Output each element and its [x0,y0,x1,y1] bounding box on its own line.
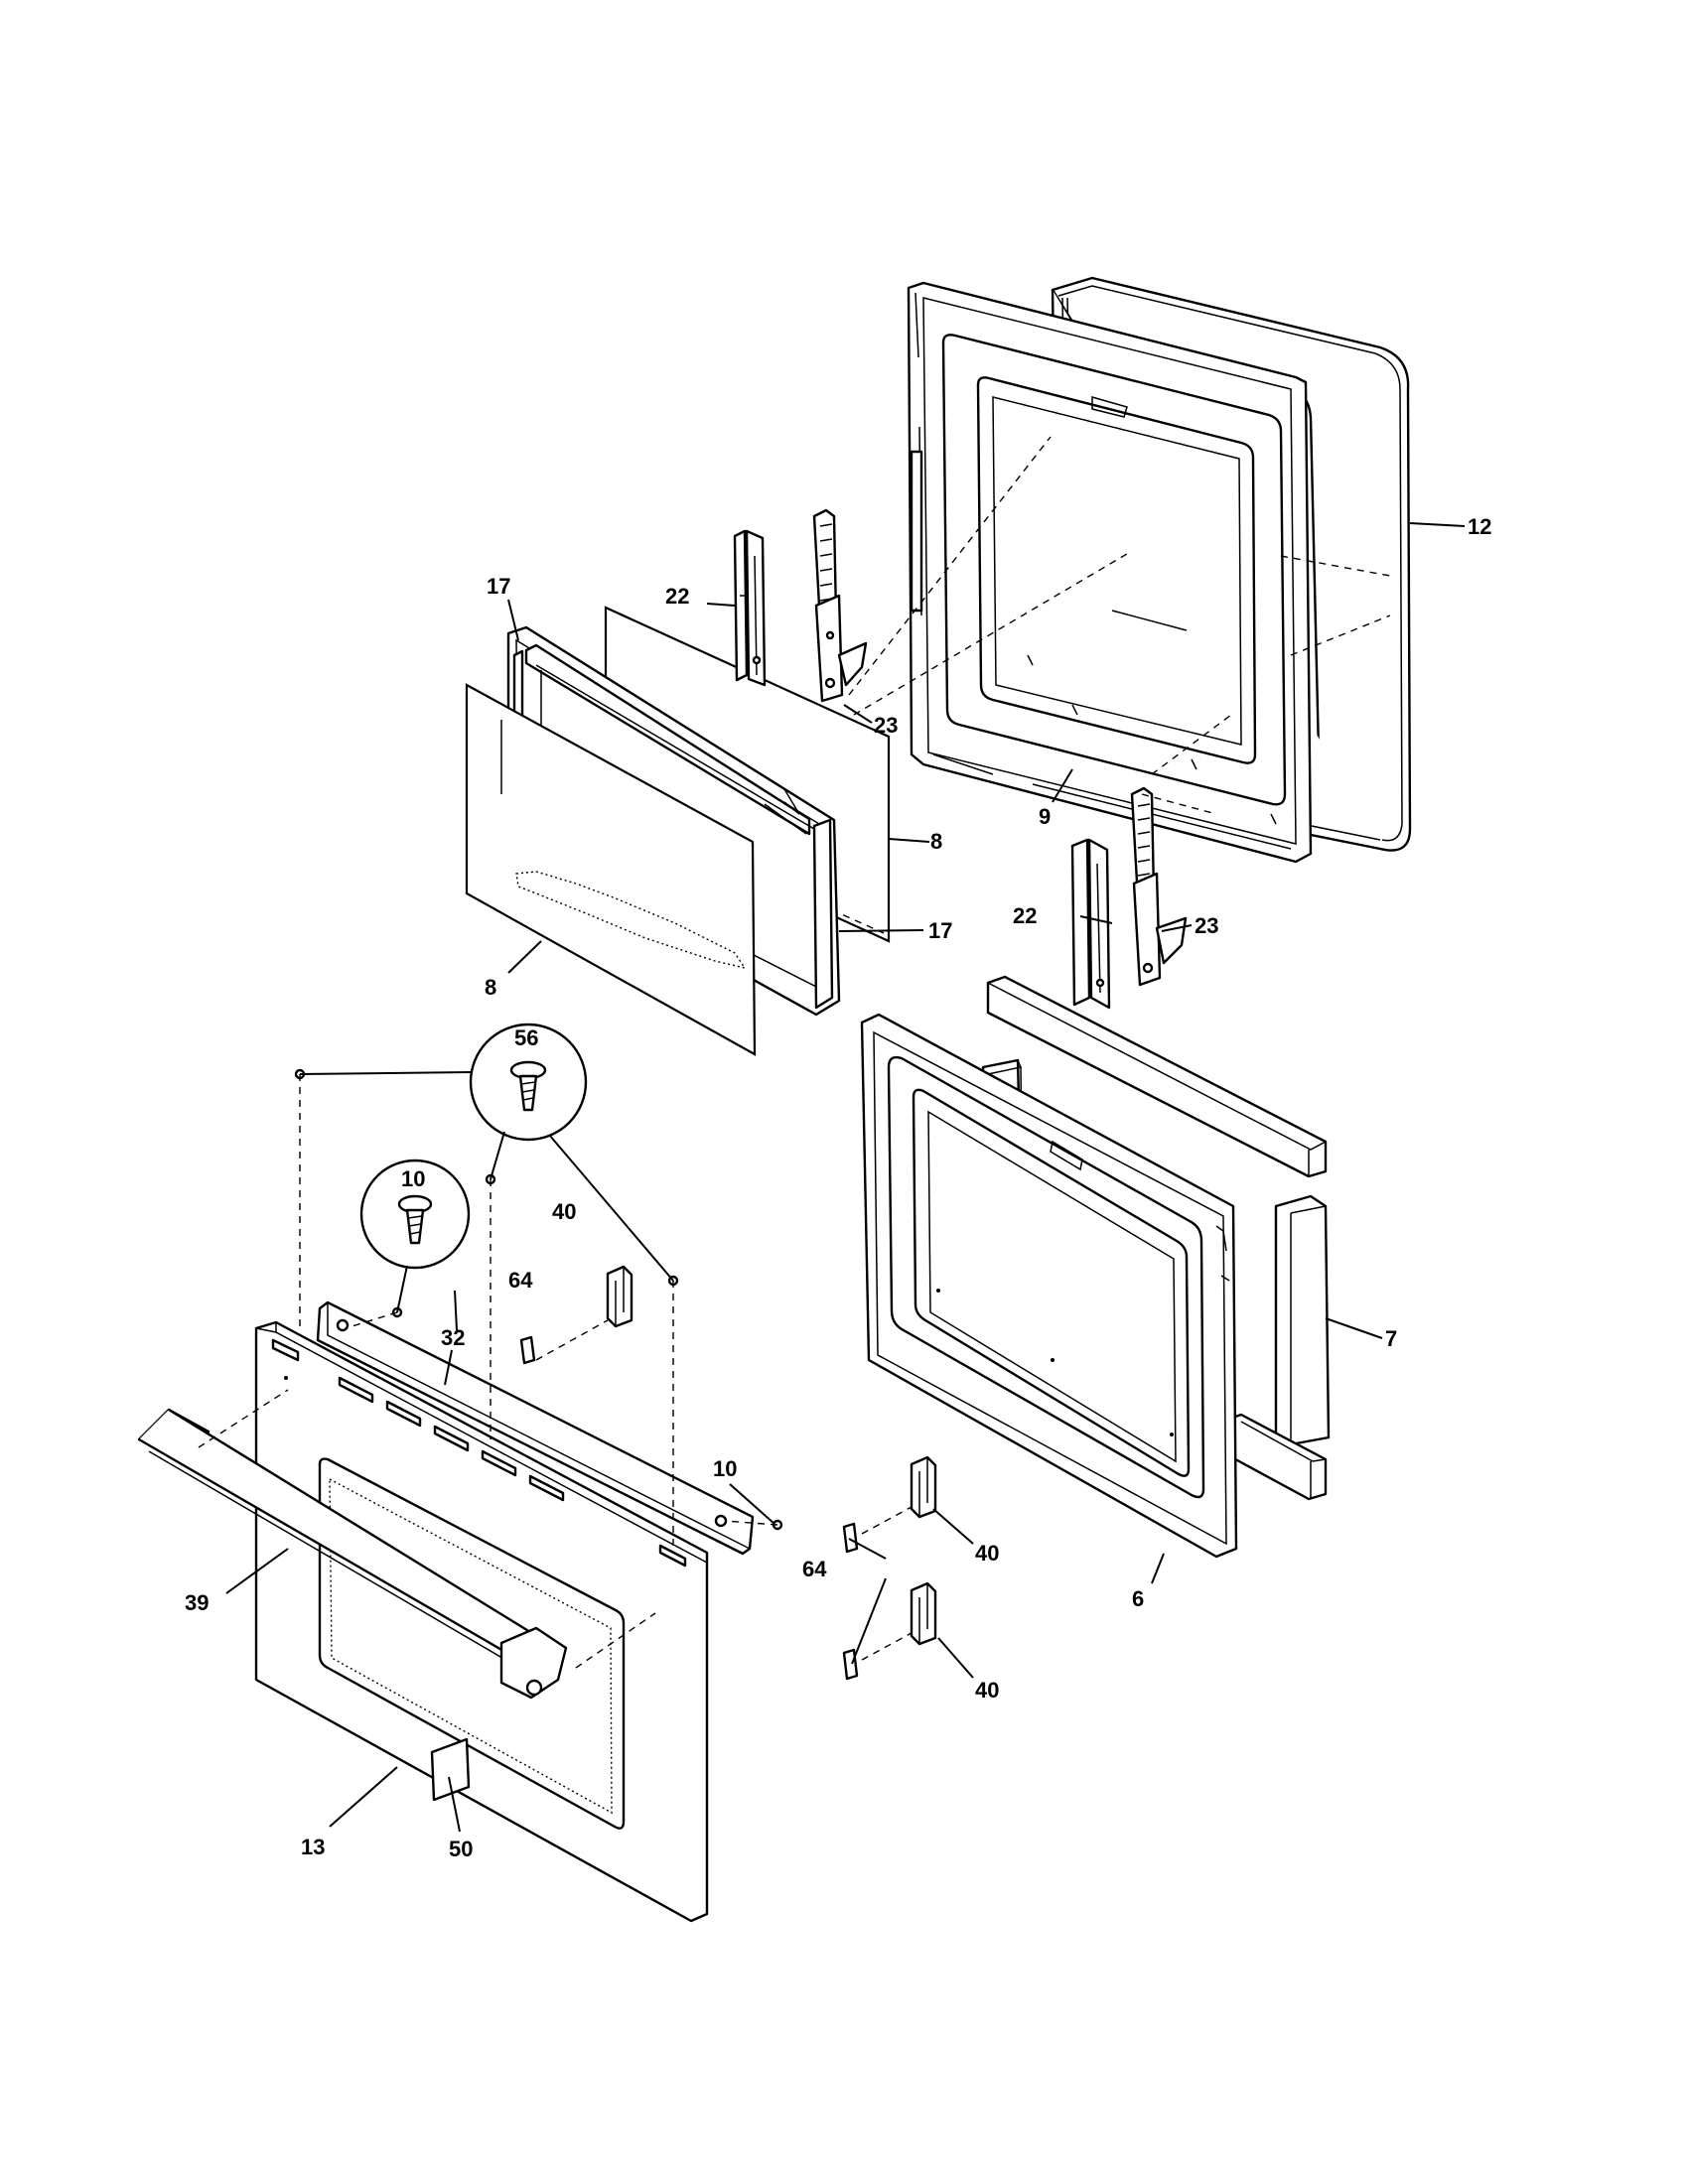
callout-labels: 6 7 8 8 9 10 10 12 13 17 17 22 22 23 23 … [185,514,1491,1861]
clip-part-40-lower [910,1581,937,1646]
door-handle-part-39 [137,1408,568,1700]
callout-7: 7 [1385,1326,1397,1351]
callout-10-detail: 10 [401,1166,425,1191]
clip-part-40-upper [606,1265,633,1328]
callout-32: 32 [441,1325,465,1350]
callout-12: 12 [1468,514,1491,539]
callout-22-upper: 22 [665,584,689,609]
callout-39: 39 [185,1590,209,1615]
callout-23-lower: 23 [1195,913,1218,938]
callout-56: 56 [514,1025,538,1050]
door-inner-panel-part-6 [860,1013,1238,1559]
hinge-receptacle-lower-part-22 [1070,838,1111,1010]
callout-50: 50 [449,1837,473,1861]
pad-part-64-upper [519,1335,536,1365]
callout-17-lower: 17 [928,918,952,943]
vent-trim-part-32 [316,1300,755,1556]
callout-17-upper: 17 [487,574,510,599]
callout-40-mid: 40 [975,1541,999,1566]
screw-leaders [299,1071,674,1313]
door-liner-part-9 [907,281,1313,864]
callout-64-upper: 64 [508,1268,533,1293]
callout-8-rear: 8 [930,829,942,854]
hinge-lower-part-23 [1130,786,1188,987]
vent-slots [271,1338,687,1568]
callout-22-lower: 22 [1013,903,1037,928]
alignment-lines [198,436,1391,1669]
outer-glass-front-part-8 [465,683,757,1056]
callout-40-lower: 40 [975,1678,999,1703]
hinge-receptacle-upper-part-22 [733,529,767,687]
callout-10-side: 10 [713,1456,737,1481]
callout-9: 9 [1039,804,1051,829]
callout-6: 6 [1132,1586,1144,1611]
callout-64-lower: 64 [802,1557,827,1581]
screw-detail-part-10 [359,1159,471,1270]
callout-8-front: 8 [485,975,496,1000]
callout-13: 13 [301,1835,325,1859]
callout-40-upper: 40 [552,1199,576,1224]
hinge-upper-part-23 [812,508,868,703]
screw-detail-part-56 [469,1023,588,1142]
leader-lines [225,522,1466,1833]
clip-part-40-mid [910,1455,937,1519]
callout-23-upper: 23 [874,713,898,738]
pad-part-64-mid [842,1522,859,1554]
